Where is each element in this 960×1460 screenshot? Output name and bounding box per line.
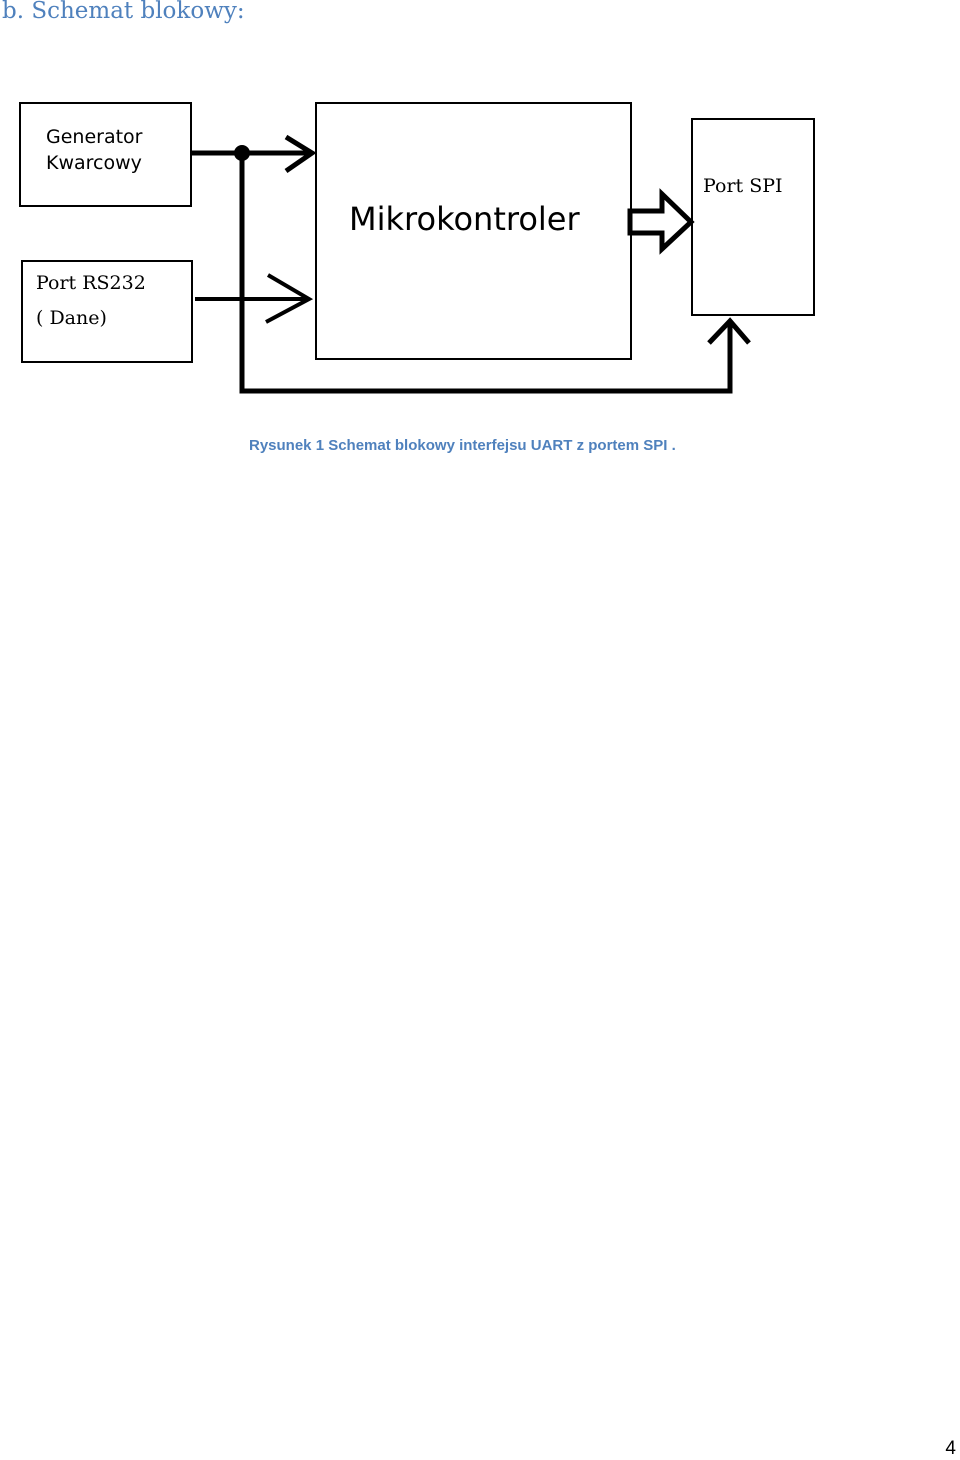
microcontroller-block: Mikrokontroler <box>315 102 632 360</box>
spi-label: Port SPI <box>703 175 783 197</box>
generator-block: Generator Kwarcowy <box>19 102 192 207</box>
rs232-label-line2: ( Dane) <box>36 307 107 329</box>
page-number: 4 <box>945 1438 956 1459</box>
data-connection <box>195 273 314 324</box>
rs232-label-line1: Port RS232 <box>36 272 146 294</box>
spi-block: Port SPI <box>691 118 815 316</box>
microcontroller-label: Mikrokontroler <box>349 200 580 238</box>
generator-label-line1: Generator <box>46 126 143 148</box>
output-hollow-arrow <box>627 188 695 255</box>
block-diagram: Generator Kwarcowy Port RS232 ( Dane) Mi… <box>19 102 815 394</box>
figure-caption: Rysunek 1 Schemat blokowy interfejsu UAR… <box>249 437 676 454</box>
rs232-block: Port RS232 ( Dane) <box>21 260 193 363</box>
generator-label-line2: Kwarcowy <box>46 152 142 174</box>
clock-connection <box>191 134 751 394</box>
section-heading: b. Schemat blokowy: <box>2 0 245 24</box>
